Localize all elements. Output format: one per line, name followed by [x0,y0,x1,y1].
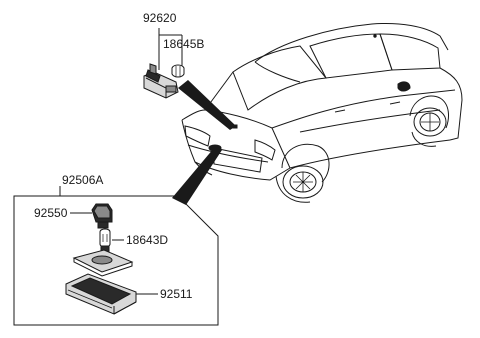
label-92550: 92550 [34,206,68,220]
label-92511: 92511 [160,287,193,301]
lamp-housing [65,273,158,315]
wedge-bulb [99,228,124,253]
license-lamp-assembly-top [143,28,185,99]
parts-panel-border [13,186,219,326]
callout-arrow-lower [172,148,222,205]
label-92620: 92620 [143,11,177,25]
sedan-illustration [181,23,463,203]
label-18645b: 18645B [163,37,205,51]
label-18643d: 18643D [126,233,169,247]
callout-arrow-upper [178,80,236,130]
label-92506a: 92506A [62,173,104,187]
lamp-lens [72,249,134,277]
bulb-socket [70,203,113,229]
